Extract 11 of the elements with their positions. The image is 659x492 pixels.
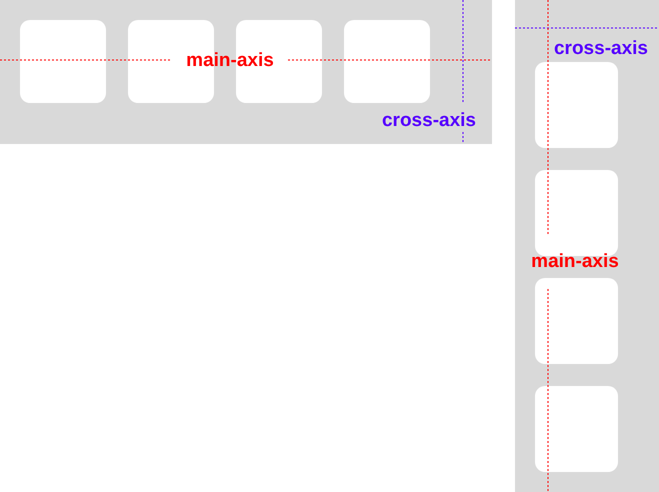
cross-axis-label: cross-axis	[382, 110, 476, 132]
item-box	[535, 386, 618, 472]
item-box	[535, 62, 618, 148]
cross-axis-label: cross-axis	[554, 38, 648, 60]
main-axis-label: main-axis	[186, 50, 274, 72]
item-box	[535, 278, 618, 364]
item-box	[20, 20, 106, 103]
container-panel	[515, 0, 659, 492]
item-box	[344, 20, 430, 103]
container-panel	[0, 0, 492, 144]
main-axis-label: main-axis	[531, 251, 619, 273]
